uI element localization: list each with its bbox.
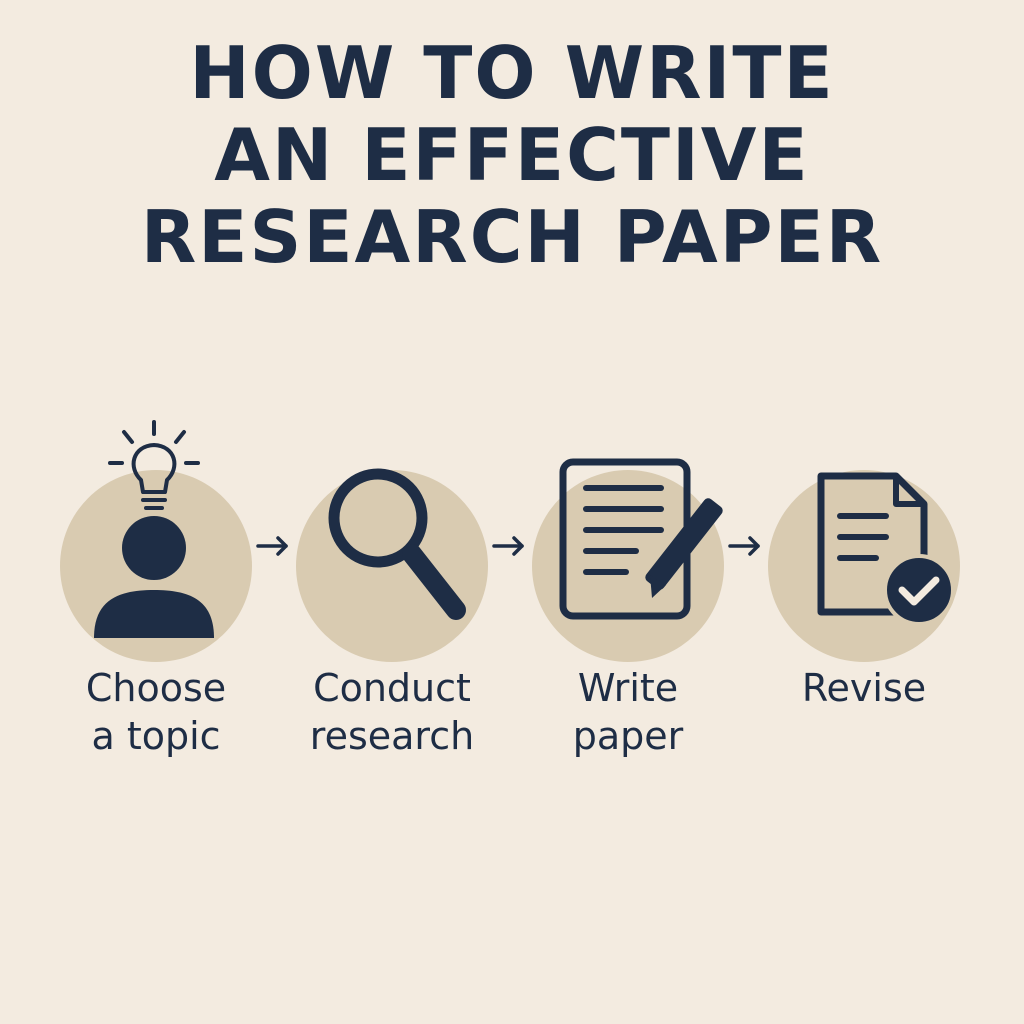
step-write-paper: Write paper	[518, 420, 738, 760]
document-check-icon	[817, 472, 955, 626]
magnifying-glass-icon	[328, 468, 466, 620]
arrow-icon	[490, 532, 530, 560]
step-choose-topic: Choose a topic	[46, 420, 266, 760]
step-label: Revise	[754, 664, 974, 712]
title-line-1: HOW TO WRITE	[189, 31, 835, 115]
page-title: HOW TO WRITE AN EFFECTIVE RESEARCH PAPER	[0, 32, 1024, 278]
step-label-line-2: paper	[572, 714, 684, 758]
step-label-line-2: research	[309, 714, 475, 758]
step-revise: Revise	[754, 420, 974, 760]
step-label: Write paper	[518, 664, 738, 760]
title-line-3: RESEARCH PAPER	[140, 195, 884, 279]
step-label-line-1: Revise	[801, 666, 927, 710]
step-label-line-1: Choose	[85, 666, 227, 710]
step-label-line-2: a topic	[91, 714, 221, 758]
step-label: Choose a topic	[46, 664, 266, 760]
step-conduct-research: Conduct research	[282, 420, 502, 760]
arrow-icon	[726, 532, 766, 560]
step-circle	[296, 470, 488, 662]
arrow-icon	[254, 532, 294, 560]
title-line-2: AN EFFECTIVE	[214, 113, 810, 197]
person-lightbulb-icon	[94, 420, 214, 638]
step-label-line-1: Conduct	[313, 666, 471, 710]
step-label: Conduct research	[282, 664, 502, 760]
step-label-line-1: Write	[577, 666, 679, 710]
document-pen-icon	[559, 458, 723, 620]
